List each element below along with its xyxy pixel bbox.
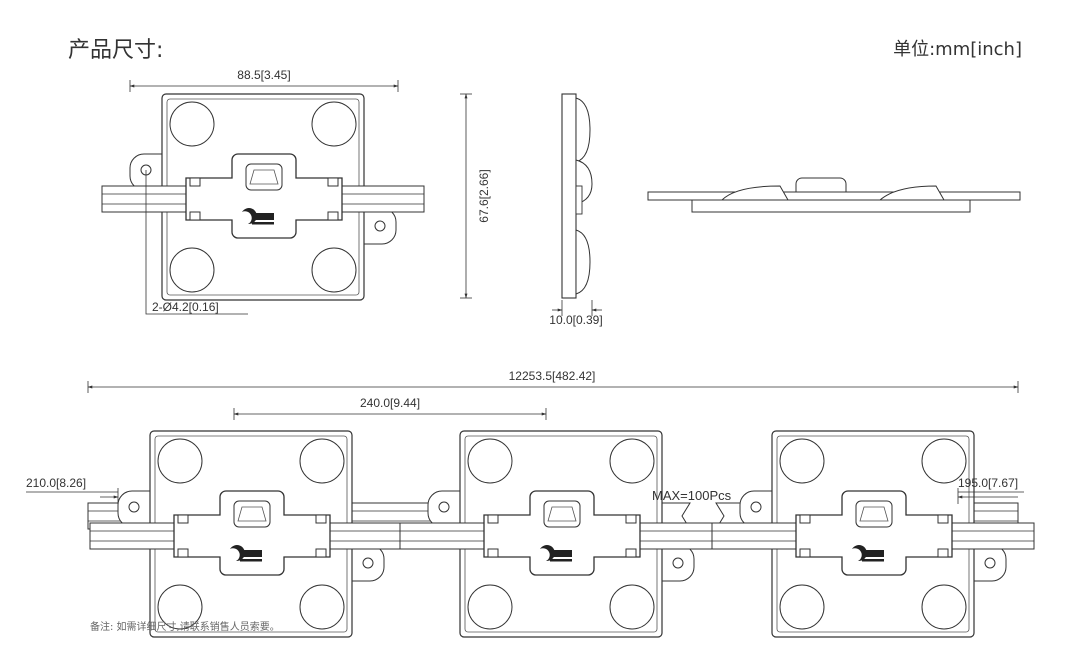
footer-note: 备注: 如需详细尺寸,请联系销售人员索要。 <box>90 622 280 633</box>
max-count-label: MAX=100Pcs <box>652 488 732 503</box>
lead-left-dimension: 210.0[8.26] <box>26 476 86 490</box>
height-dimension: 67.6[2.66] <box>477 169 491 222</box>
unit-label: 单位:mm[inch] <box>893 39 1022 60</box>
hole-dimension: 2-Ø4.2[0.16] <box>152 300 219 314</box>
module-side-view: 10.0[0.39] <box>549 93 603 327</box>
module-chain-view: 12253.5[482.42] 240.0[9.44] 210.0[8.26] … <box>26 369 1035 638</box>
module-top-view: 88.5[3.45] 67.6[2.66] 2-Ø4.2[0.16] <box>101 68 491 315</box>
lead-right-dimension: 195.0[7.67] <box>958 476 1018 490</box>
depth-dimension: 10.0[0.39] <box>549 313 602 327</box>
width-dimension: 88.5[3.45] <box>237 68 290 82</box>
page-title: 产品尺寸: <box>68 38 164 63</box>
total-length-dimension: 12253.5[482.42] <box>509 369 596 383</box>
pitch-dimension: 240.0[9.44] <box>360 396 420 410</box>
module-front-view <box>647 177 1021 213</box>
